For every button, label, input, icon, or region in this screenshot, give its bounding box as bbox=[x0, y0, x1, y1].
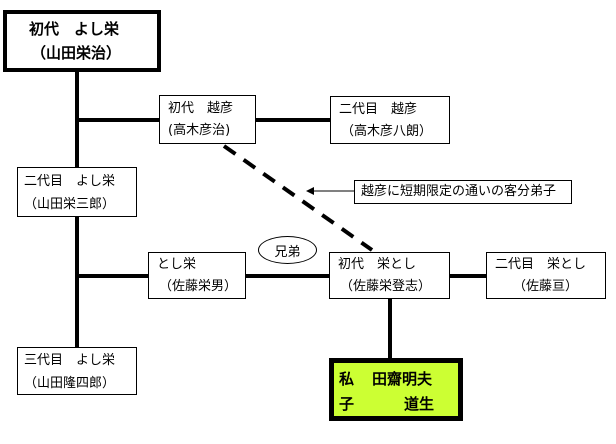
node-toshie: とし栄 （佐藤栄男） bbox=[148, 252, 246, 299]
me-label: 私 bbox=[339, 370, 355, 388]
brothers-label: 兄弟 bbox=[258, 236, 317, 264]
node-yoshie2: 二代目 よし栄 （山田栄三郎） bbox=[17, 167, 137, 217]
child-name: 道生 bbox=[404, 395, 435, 413]
node-name: （山田栄治） bbox=[31, 44, 122, 62]
node-etsuhiko1: 初代 越彦 (高木彦治) bbox=[159, 95, 256, 144]
node-eitoshi2: 二代目 栄とし （佐藤亘） bbox=[486, 252, 606, 299]
node-title: 二代目 栄とし bbox=[495, 257, 587, 272]
node-title: とし栄 bbox=[157, 257, 197, 272]
node-founder: 初代 よし栄 （山田栄治） bbox=[3, 10, 161, 72]
node-name: (高木彦治) bbox=[168, 123, 231, 138]
brothers-text: 兄弟 bbox=[274, 244, 301, 260]
node-title: 初代 越彦 bbox=[168, 101, 234, 116]
node-name: （高木彦八朗） bbox=[341, 124, 433, 139]
callout-note: 越彦に短期限定の通いの客分弟子 bbox=[354, 180, 572, 204]
node-title: 二代目 越彦 bbox=[339, 102, 418, 117]
node-name: （山田栄三郎） bbox=[24, 197, 116, 212]
arrow-head-icon bbox=[306, 187, 314, 195]
child-label: 子 bbox=[339, 395, 355, 413]
node-name: （山田隆四郎） bbox=[24, 376, 116, 391]
node-title: 二代目 よし栄 bbox=[24, 174, 116, 189]
node-eitoshi1: 初代 栄とし （佐藤栄登志） bbox=[329, 252, 450, 299]
node-etsuhiko2: 二代目 越彦 （高木彦八朗） bbox=[330, 96, 450, 144]
me-name: 田齋明夫 bbox=[372, 370, 433, 388]
callout-text: 越彦に短期限定の通いの客分弟子 bbox=[361, 184, 557, 199]
node-name: （佐藤栄登志） bbox=[340, 279, 432, 294]
dashed-guest-disciple-line bbox=[222, 144, 374, 252]
node-me: 私 田齋明夫 子 道生 bbox=[329, 358, 463, 421]
node-name: （佐藤栄男） bbox=[159, 279, 238, 294]
node-title: 三代目 よし栄 bbox=[24, 353, 116, 368]
node-yoshie3: 三代目 よし栄 （山田隆四郎） bbox=[17, 347, 137, 395]
node-name: （佐藤亘） bbox=[513, 279, 579, 294]
node-title: 初代 よし栄 bbox=[29, 20, 120, 38]
node-title: 初代 栄とし bbox=[338, 257, 417, 272]
